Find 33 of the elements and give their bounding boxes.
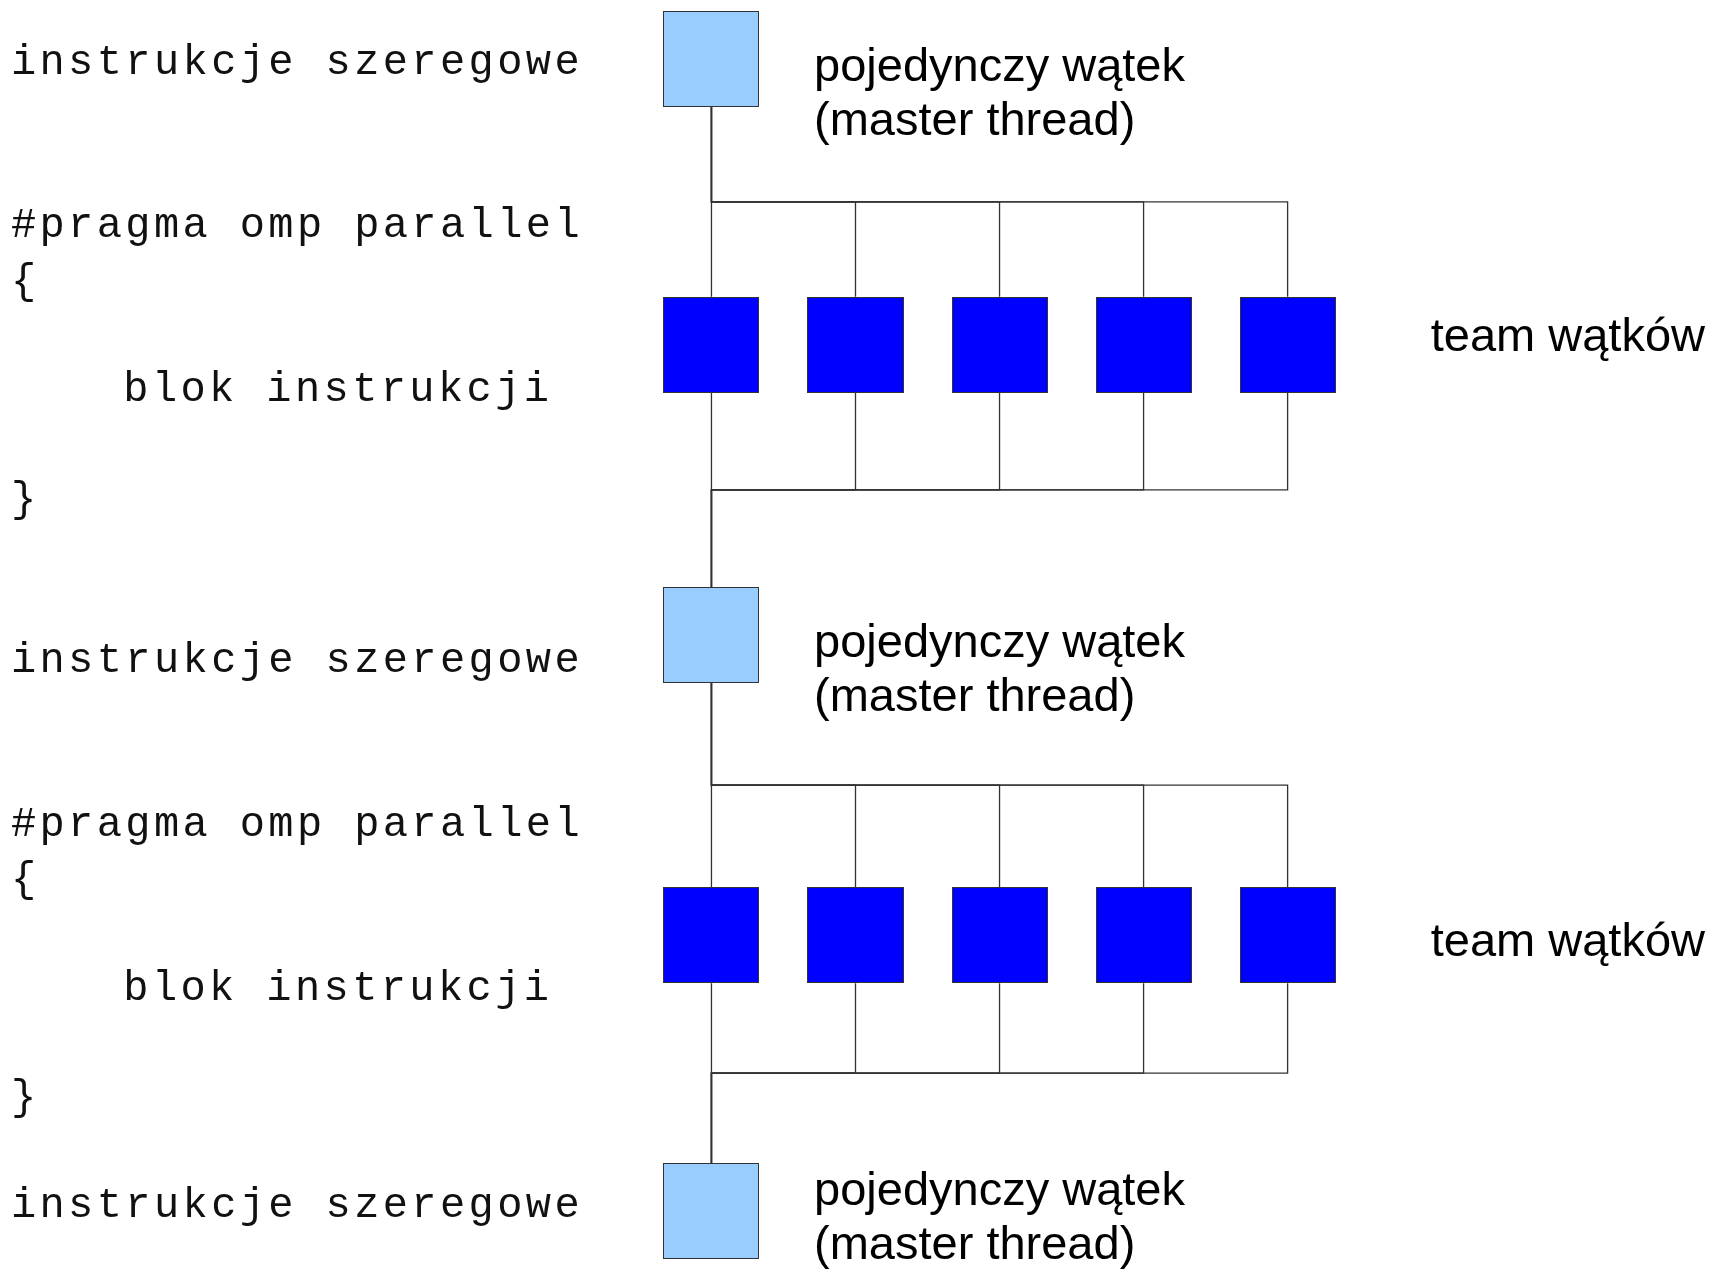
thread-caption: pojedynczy wątek (master thread) (814, 614, 1186, 723)
code-line: instrukcje szeregowe (10, 1184, 583, 1227)
code-line: blok instrukcji (123, 368, 553, 411)
thread-box (807, 296, 904, 393)
code-line: #pragma omp parallel (10, 803, 583, 846)
thread-box (1095, 296, 1192, 393)
team-label: team wątków (1430, 308, 1705, 362)
thread-box (1239, 296, 1336, 393)
code-line: #pragma omp parallel (10, 204, 583, 247)
thread-box (951, 887, 1048, 984)
thread-box (663, 296, 760, 393)
connector-line (710, 106, 1289, 298)
code-line: instrukcje szeregowe (10, 640, 583, 683)
master-thread-box (663, 587, 760, 684)
connector-line (710, 682, 1289, 888)
master-thread-box (663, 10, 760, 107)
code-line: instrukcje szeregowe (10, 42, 583, 85)
code-line: } (10, 478, 40, 521)
master-thread-box (663, 1163, 760, 1260)
thread-caption: pojedynczy wątek (master thread) (814, 38, 1186, 147)
thread-caption: pojedynczy wątek (master thread) (814, 1162, 1186, 1270)
code-line: { (10, 858, 40, 901)
connector-line (710, 982, 1289, 1164)
thread-box (1239, 887, 1336, 984)
code-line: { (10, 260, 40, 303)
thread-box (1095, 887, 1192, 984)
code-line: } (10, 1076, 40, 1119)
thread-box (951, 296, 1048, 393)
thread-box (663, 887, 760, 984)
connector-line (710, 392, 1289, 588)
code-line: blok instrukcji (123, 967, 553, 1010)
team-label: team wątków (1430, 912, 1705, 967)
thread-box (807, 887, 904, 984)
